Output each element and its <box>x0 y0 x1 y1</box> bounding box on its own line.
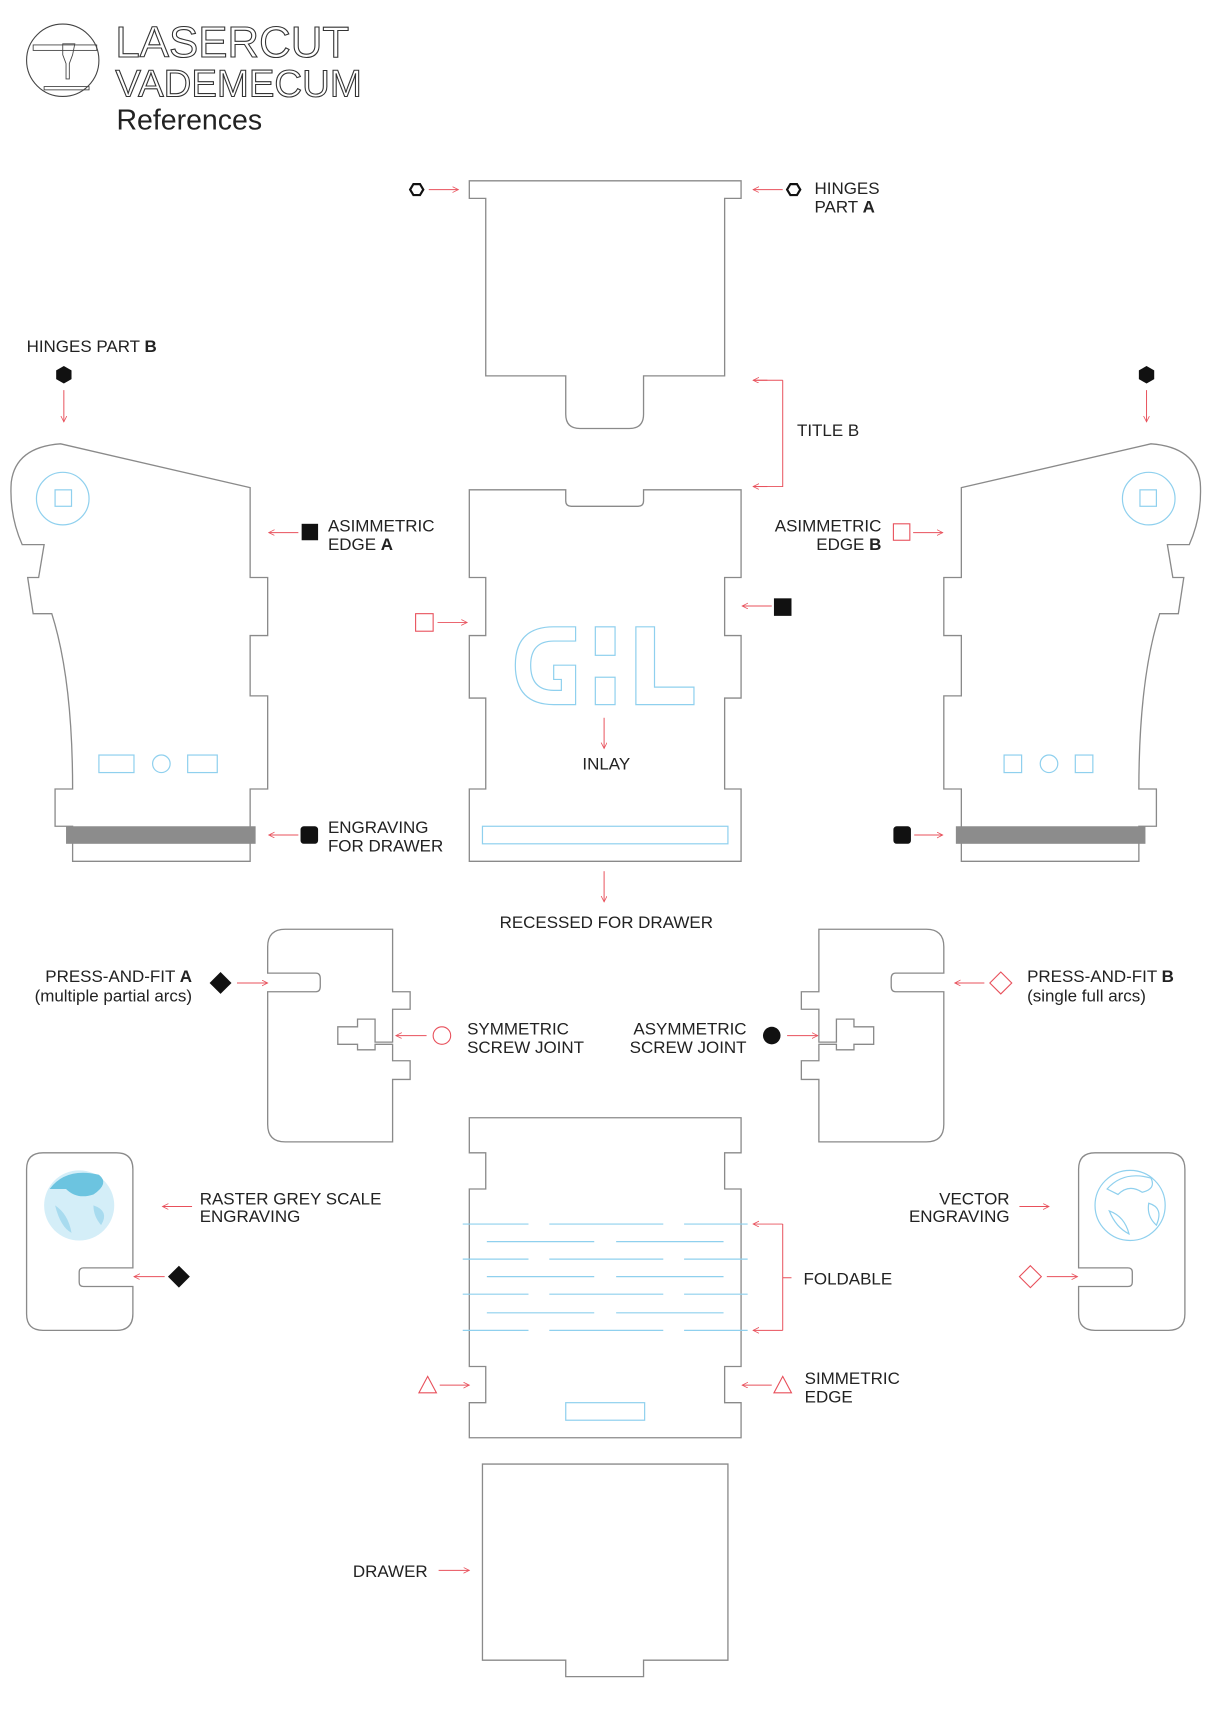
label-raster-2: ENGRAVING <box>200 1207 301 1226</box>
label-raster: RASTER GREY SCALE <box>200 1189 382 1208</box>
press-fit-piece-a <box>267 928 411 1143</box>
label-sym-edge-2: EDGE <box>805 1388 853 1407</box>
label-text: EDGE <box>328 535 381 554</box>
front-piece <box>468 489 742 862</box>
fold-lines <box>462 1223 748 1421</box>
label-vector: VECTOR <box>939 1189 1009 1208</box>
label-vector-2: ENGRAVING <box>909 1207 1010 1226</box>
label-sym-edge: SIMMETRIC <box>805 1369 900 1388</box>
side-piece-left <box>10 443 269 862</box>
label-text: PRESS-AND-FIT <box>1027 967 1162 986</box>
label-hinges-a-2: PART A <box>814 198 874 217</box>
side-piece-right <box>943 443 1202 862</box>
label-drawer: DRAWER <box>353 1562 428 1581</box>
square-filled-icon <box>773 598 792 616</box>
label-press-fit-a-2: (multiple partial arcs) <box>35 987 192 1006</box>
triangle-outline-icon <box>773 1375 793 1394</box>
label-engraving: ENGRAVING <box>328 818 429 837</box>
drawer-piece <box>481 1463 729 1678</box>
diamond-filled-icon <box>167 1265 190 1288</box>
hexagon-filled-icon <box>1138 366 1155 384</box>
label-sym-screw-2: SCREW JOINT <box>467 1038 584 1057</box>
square-filled-icon <box>301 523 319 541</box>
foldable-piece <box>468 1117 742 1439</box>
hinge-top-piece <box>468 180 742 430</box>
raster-piece <box>25 1152 134 1332</box>
label-recessed: RECESSED FOR DRAWER <box>500 913 713 932</box>
label-bold: B <box>1162 967 1174 986</box>
square-outline-icon <box>892 523 911 541</box>
label-asym-a: ASIMMETRIC <box>328 516 435 535</box>
label-foldable: FOLDABLE <box>804 1269 893 1288</box>
label-asym-screw-2: SCREW JOINT <box>630 1038 747 1057</box>
logo-icon <box>26 23 100 97</box>
label-text: PART <box>814 198 862 217</box>
vector-engraving-globe <box>1094 1169 1166 1242</box>
title-line-1: LASERCUT <box>115 18 349 67</box>
triangle-outline-icon <box>417 1375 438 1394</box>
hexagon-outline-icon <box>785 183 802 197</box>
hexagon-outline-icon <box>408 183 425 197</box>
rounded-square-filled-icon <box>893 826 911 844</box>
grey-bar <box>66 826 256 844</box>
label-sym-screw: SYMMETRIC <box>467 1019 569 1038</box>
label-hinges-b: HINGES PART B <box>27 337 157 356</box>
label-text: HINGES PART <box>27 337 145 356</box>
diamond-outline-icon <box>1018 1264 1043 1289</box>
hexagon-filled-icon <box>56 366 72 384</box>
label-asym-screw: ASYMMETRIC <box>633 1019 746 1038</box>
square-outline-icon <box>415 613 434 632</box>
subtitle: References <box>116 104 262 136</box>
label-text: PRESS-AND-FIT <box>45 967 180 986</box>
circle-outline-icon <box>432 1026 452 1045</box>
label-asym-b: ASIMMETRIC <box>775 516 882 535</box>
label-text: EDGE <box>816 535 869 554</box>
circle-filled-icon <box>762 1026 781 1045</box>
label-press-fit-a: PRESS-AND-FIT A <box>45 967 192 986</box>
label-bold: A <box>180 967 192 986</box>
label-asym-a-2: EDGE A <box>328 535 393 554</box>
label-hinges-a: HINGES <box>814 179 879 198</box>
diamond-filled-icon <box>209 972 232 994</box>
rounded-square-filled-icon <box>300 826 319 844</box>
label-bold: B <box>869 535 881 554</box>
label-press-fit-b: PRESS-AND-FIT B <box>1027 967 1174 986</box>
title-line-2: VADEMECUM <box>115 62 361 105</box>
diamond-outline-icon <box>989 971 1013 995</box>
label-bold: A <box>381 535 393 554</box>
label-asym-b-2: EDGE B <box>816 535 881 554</box>
vector-piece <box>1077 1152 1186 1332</box>
label-bold: B <box>144 337 156 356</box>
press-fit-piece-b <box>800 928 945 1143</box>
bracket <box>754 379 784 488</box>
label-press-fit-b-2: (single full arcs) <box>1027 987 1146 1006</box>
label-bold: A <box>863 198 875 217</box>
gil-logo-inlay <box>514 626 695 706</box>
recess-area <box>481 825 729 845</box>
label-title-b: TITLE B <box>797 421 859 440</box>
bracket <box>782 1224 792 1331</box>
label-inlay: INLAY <box>582 754 630 773</box>
label-engraving-2: FOR DRAWER <box>328 836 443 855</box>
